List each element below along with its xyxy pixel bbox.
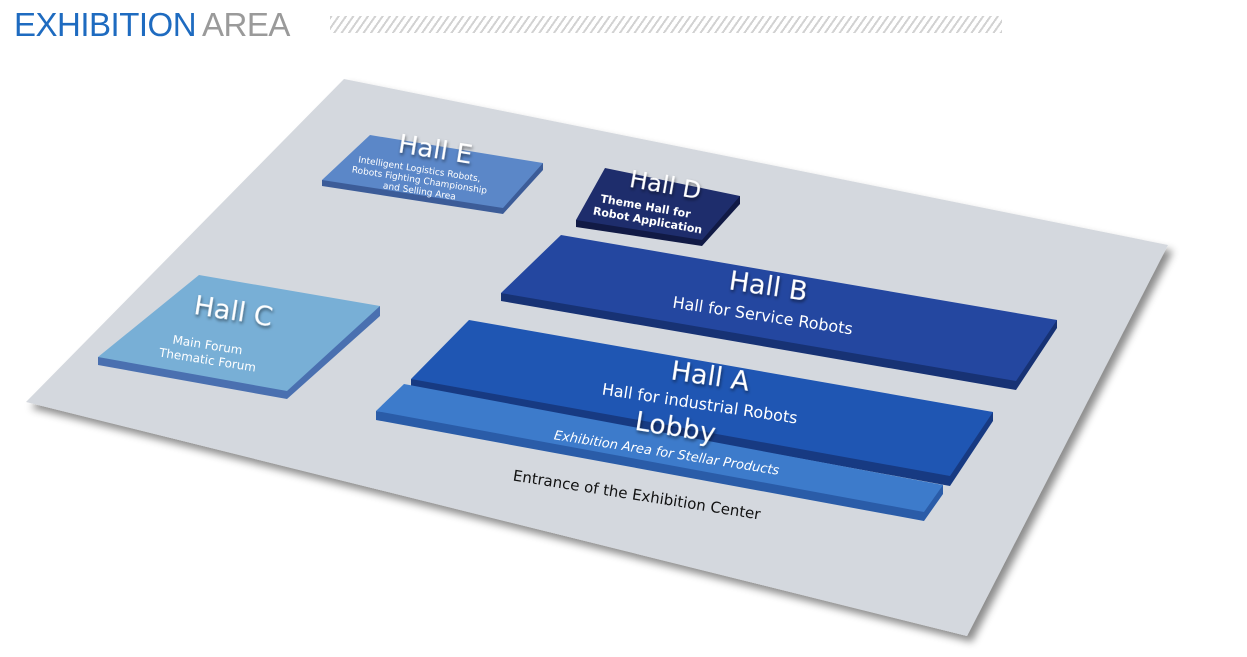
lobby[interactable]: Lobby Exhibition Area for Stellar Produc… xyxy=(376,384,943,521)
hall-c[interactable]: Hall C Main Forum Thematic Forum xyxy=(98,275,380,399)
page-title: EXHIBITION xyxy=(14,6,197,43)
page-subtitle: AREA xyxy=(202,6,290,43)
hall-d[interactable]: Hall D Theme Hall for Robot Application xyxy=(576,165,740,246)
decorative-stripes xyxy=(330,16,1002,33)
hall-a[interactable]: Hall A Hall for industrial Robots xyxy=(411,320,993,486)
